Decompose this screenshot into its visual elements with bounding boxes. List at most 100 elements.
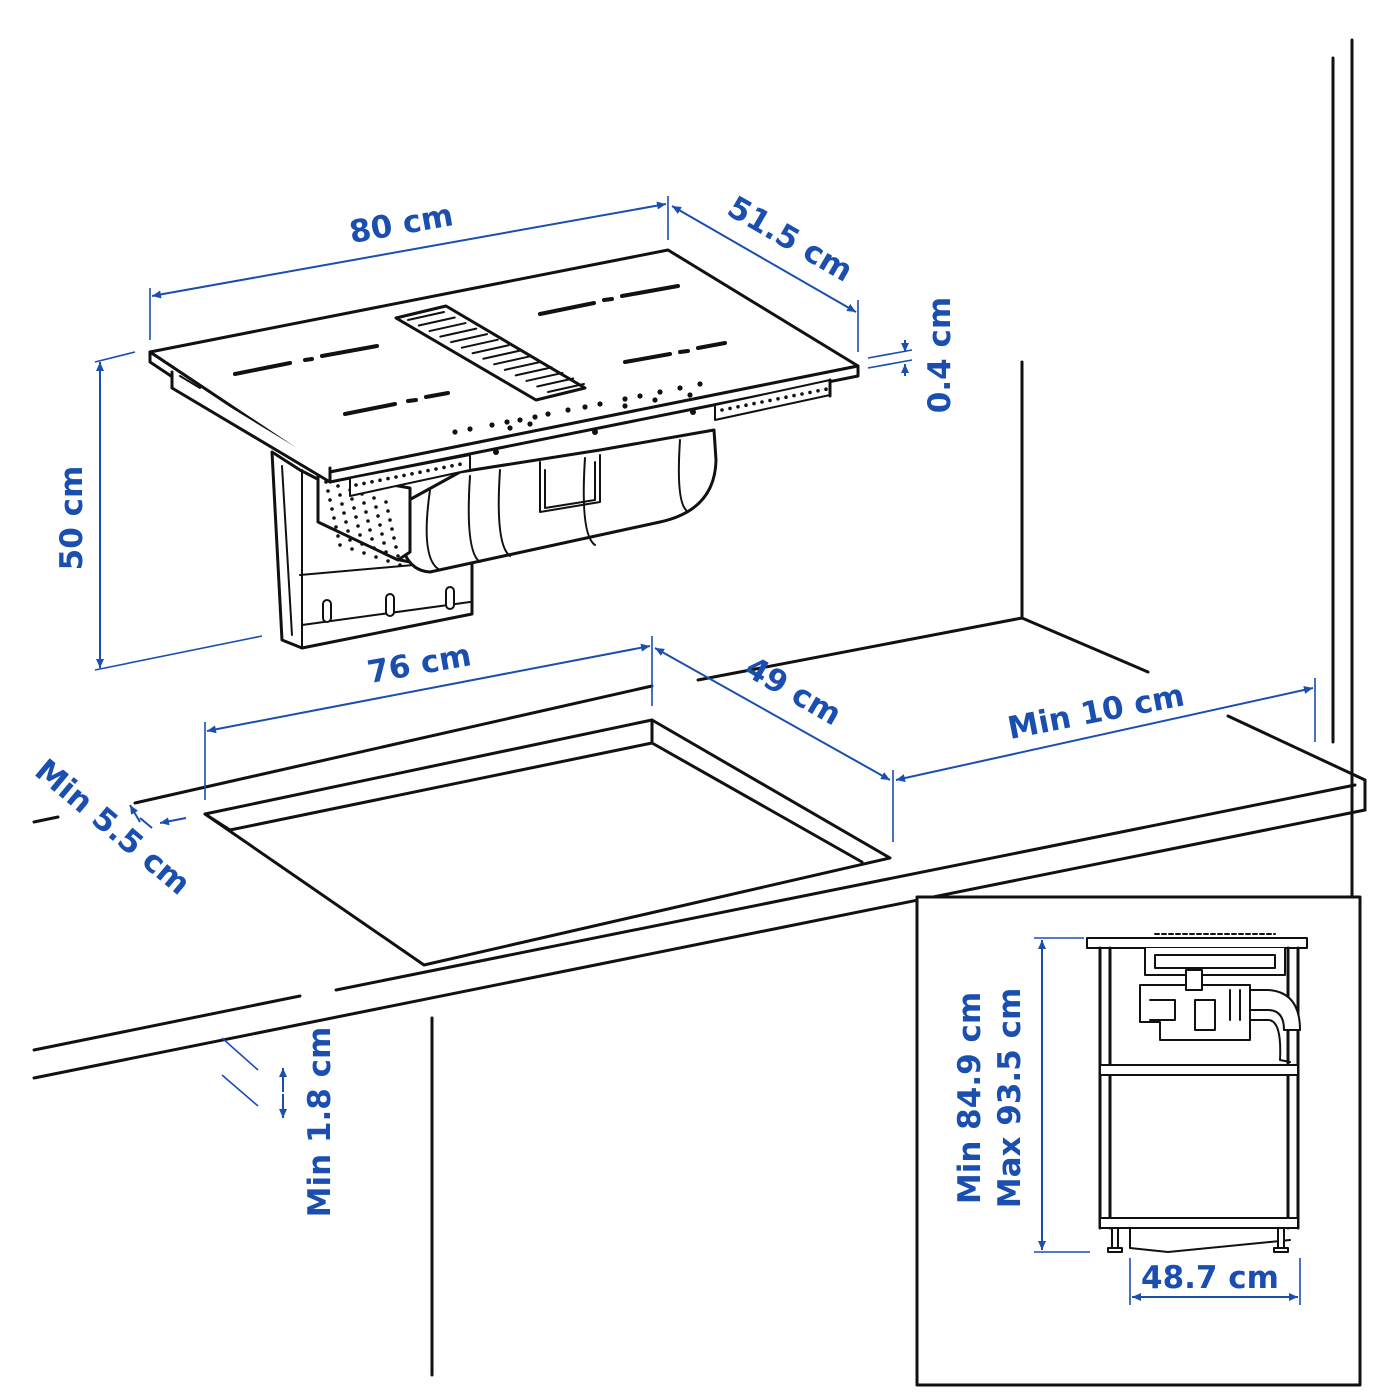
grille-hole bbox=[362, 551, 366, 555]
vent-slat bbox=[525, 371, 564, 382]
control-dot bbox=[545, 411, 551, 417]
grille-hole bbox=[744, 403, 748, 408]
grille-hole bbox=[348, 538, 352, 542]
grille-hole bbox=[356, 524, 360, 528]
grille-hole bbox=[800, 392, 804, 396]
grille-hole bbox=[332, 516, 336, 520]
control-dot bbox=[622, 403, 628, 409]
grille-hole bbox=[426, 468, 430, 473]
grille-hole bbox=[752, 401, 756, 406]
vent-slat bbox=[428, 322, 467, 333]
vent-slat bbox=[493, 355, 532, 366]
grille-hole bbox=[336, 534, 340, 538]
label-cabinet-height-min: Min 84.9 cm bbox=[952, 992, 988, 1204]
label-cabinet-depth: 48.7 cm bbox=[1141, 1260, 1279, 1296]
grille-hole bbox=[336, 484, 340, 488]
grille-hole bbox=[354, 483, 358, 487]
grille-hole bbox=[352, 506, 356, 510]
grille-hole bbox=[362, 501, 366, 505]
grille-hole bbox=[458, 462, 462, 467]
control-dot bbox=[507, 425, 513, 431]
grille-hole bbox=[434, 467, 438, 471]
grille-hole bbox=[386, 509, 390, 513]
grille-hole bbox=[392, 536, 396, 540]
vent-slat bbox=[514, 366, 553, 377]
control-dot bbox=[637, 393, 643, 399]
vent-slat bbox=[407, 311, 445, 321]
grille-hole bbox=[396, 554, 400, 558]
control-dot bbox=[652, 397, 658, 403]
grille-hole bbox=[382, 541, 386, 545]
grille-hole bbox=[346, 529, 350, 533]
grille-hole bbox=[784, 395, 788, 400]
vent-slat bbox=[471, 344, 510, 355]
grille-hole bbox=[824, 387, 828, 392]
grille-hole bbox=[350, 547, 354, 551]
control-dot bbox=[622, 396, 628, 402]
grille-hole bbox=[378, 523, 382, 527]
grille-hole bbox=[360, 542, 364, 546]
grille-hole bbox=[344, 520, 348, 524]
grille-hole bbox=[386, 476, 390, 481]
control-dot bbox=[532, 414, 538, 420]
grille-hole bbox=[330, 507, 334, 511]
grille-hole bbox=[384, 500, 388, 504]
grille-hole bbox=[768, 398, 772, 403]
grille-hole bbox=[364, 510, 368, 514]
grille-hole bbox=[394, 475, 398, 479]
grille-hole bbox=[358, 533, 362, 537]
hob-unit bbox=[148, 248, 860, 650]
grille-hole bbox=[792, 393, 796, 398]
grille-hole bbox=[366, 519, 370, 523]
grille-hole bbox=[728, 406, 732, 411]
control-dot bbox=[504, 419, 510, 425]
grille-hole bbox=[402, 473, 406, 478]
dimension-lines bbox=[94, 196, 1316, 1118]
grille-hole bbox=[410, 472, 414, 476]
grille-hole bbox=[388, 518, 392, 522]
wall-lines bbox=[1020, 38, 1354, 892]
label-worktop-thickness: Min 1.8 cm bbox=[302, 1027, 338, 1218]
grille-hole bbox=[354, 515, 358, 519]
grille-hole bbox=[760, 400, 764, 404]
extraction-vent bbox=[394, 304, 587, 402]
grille-hole bbox=[736, 405, 740, 409]
grille-hole bbox=[372, 546, 376, 550]
vent-slat bbox=[460, 338, 499, 349]
control-dot bbox=[527, 421, 533, 427]
grille-hole bbox=[350, 497, 354, 501]
vent-slat bbox=[450, 333, 489, 344]
vent-slat bbox=[503, 360, 542, 371]
grille-hole bbox=[808, 390, 812, 395]
grille-hole bbox=[338, 493, 342, 497]
grille-hole bbox=[340, 502, 344, 506]
grille-hole bbox=[362, 481, 366, 486]
worktop-cutout bbox=[203, 718, 892, 967]
label-cabinet-height-max: Max 93.5 cm bbox=[992, 988, 1028, 1209]
vent-slat bbox=[417, 316, 456, 327]
cabinet-section-inset bbox=[915, 895, 1362, 1387]
grille-hole bbox=[338, 543, 342, 547]
grille-hole bbox=[394, 545, 398, 549]
label-front-edge: Min 5.5 cm bbox=[28, 752, 197, 902]
grille-hole bbox=[328, 498, 332, 502]
control-panel-dots bbox=[354, 381, 828, 487]
vent-slat bbox=[547, 383, 585, 393]
grille-hole bbox=[450, 464, 454, 468]
grille-hole bbox=[378, 478, 382, 483]
grille-hole bbox=[386, 559, 390, 563]
control-dot bbox=[467, 426, 473, 432]
control-dot bbox=[657, 389, 663, 395]
control-dot bbox=[565, 407, 571, 413]
grille-hole bbox=[374, 505, 378, 509]
grille-hole bbox=[370, 480, 374, 484]
grille-hole bbox=[374, 555, 378, 559]
control-dot bbox=[517, 417, 523, 423]
grille-hole bbox=[380, 532, 384, 536]
grille-hole bbox=[384, 550, 388, 554]
grille-hole bbox=[370, 537, 374, 541]
grille-hole bbox=[720, 408, 724, 412]
control-dot bbox=[697, 381, 703, 387]
control-dot bbox=[489, 422, 495, 428]
